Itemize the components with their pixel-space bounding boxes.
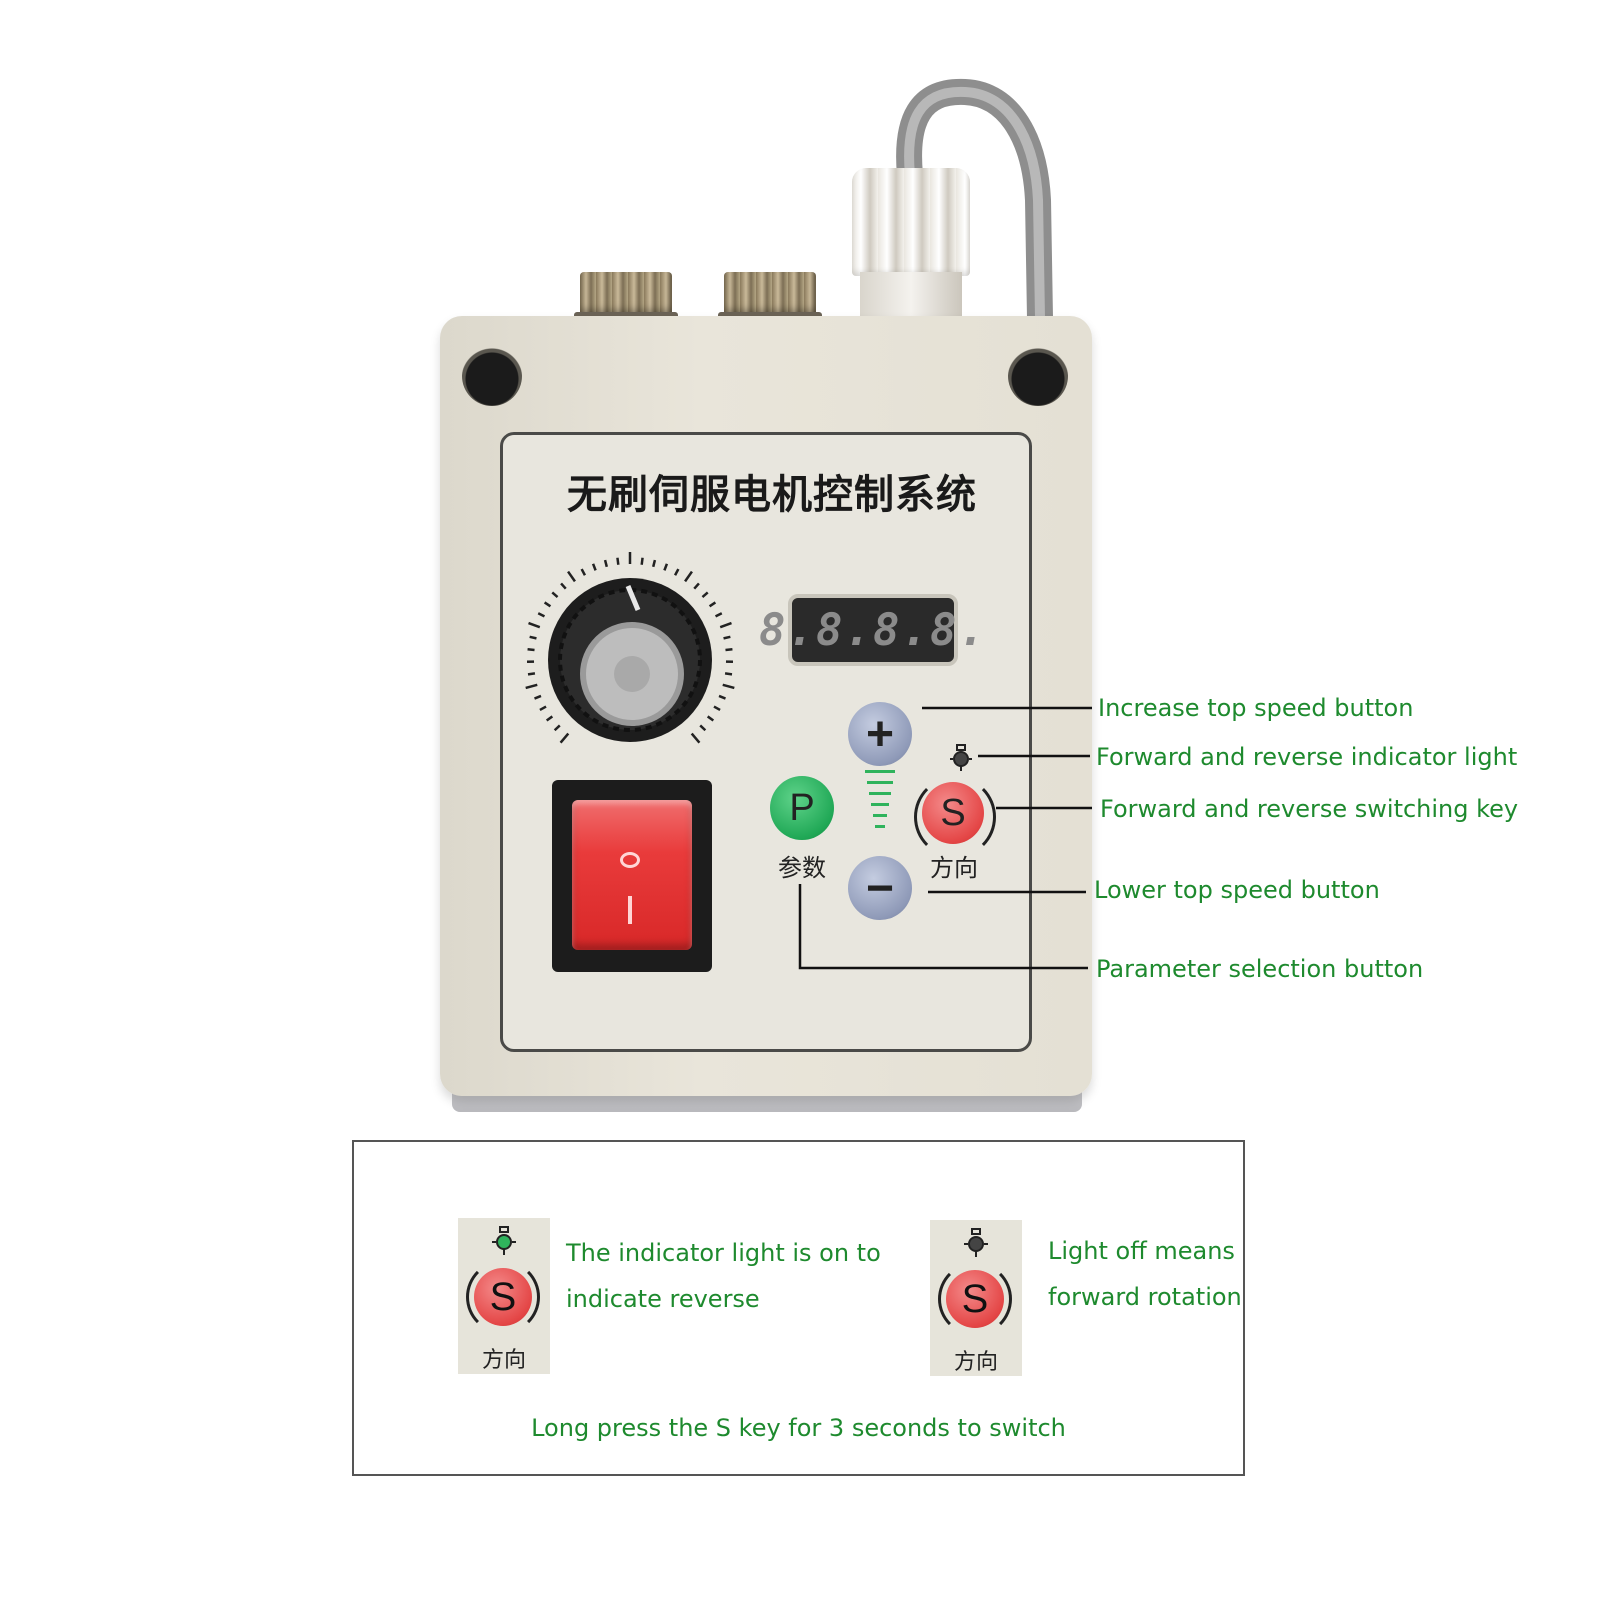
knob-scale-tick bbox=[543, 601, 552, 608]
decrease-speed-button[interactable]: − bbox=[848, 856, 912, 920]
increase-speed-button[interactable]: + bbox=[848, 702, 912, 766]
parameter-button[interactable]: P bbox=[770, 776, 834, 840]
knob-scale-tick bbox=[699, 724, 707, 732]
panel-title: 无刷伺服电机控制系统 bbox=[567, 472, 977, 518]
callout-indicator: Forward and reverse indicator light bbox=[1096, 743, 1518, 771]
knob-scale-tick bbox=[663, 563, 669, 571]
knob-scale-tick bbox=[693, 582, 700, 590]
forward-text-line1: Light off means bbox=[1048, 1237, 1235, 1265]
knob-scale-tick bbox=[529, 635, 537, 640]
on-symbol bbox=[628, 896, 632, 924]
connector-left bbox=[574, 272, 678, 324]
knob-scale-tick bbox=[690, 732, 701, 744]
mini-direction-caption: 方向 bbox=[481, 1348, 526, 1373]
connector-right bbox=[718, 272, 822, 324]
mini-direction-arc bbox=[938, 1262, 1012, 1336]
direction-switch-button[interactable]: S bbox=[922, 782, 984, 844]
speed-level-bar bbox=[873, 814, 887, 817]
knob-scale-tick bbox=[725, 647, 733, 652]
power-rocker-switch[interactable] bbox=[572, 800, 692, 950]
parameter-button-label: P bbox=[789, 786, 815, 829]
knob-scale-tick bbox=[591, 563, 597, 571]
knob-scale-tick bbox=[559, 732, 570, 744]
speed-level-bar bbox=[871, 803, 889, 806]
knob-scale-tick bbox=[553, 724, 561, 732]
off-symbol bbox=[620, 852, 640, 868]
led-display: 8.8.8.8. bbox=[759, 594, 985, 666]
display-reading: 8.8.8.8. bbox=[759, 604, 987, 656]
speed-level-bar bbox=[865, 770, 895, 773]
forward-description: Light off means forward rotation bbox=[1048, 1228, 1242, 1320]
knob-scale-tick bbox=[708, 601, 717, 608]
direction-info-box: S 方向 The indicator light is on to indica… bbox=[352, 1140, 1245, 1476]
forward-example: S 方向 bbox=[930, 1220, 1022, 1376]
knob-scale-tick bbox=[713, 705, 721, 712]
knob-scale-tick bbox=[539, 705, 547, 712]
direction-caption: 方向 bbox=[930, 854, 978, 882]
long-press-instruction: Long press the S key for 3 seconds to sw… bbox=[531, 1414, 1066, 1442]
speed-level-bar bbox=[875, 825, 885, 828]
knob-scale-tick bbox=[640, 557, 644, 565]
knob-scale-tick bbox=[652, 559, 657, 568]
knob-pointer bbox=[625, 585, 641, 611]
knob-scale-tick bbox=[701, 591, 709, 598]
knob-scale-tick bbox=[722, 683, 735, 690]
minus-icon: − bbox=[865, 861, 895, 915]
forward-text-line2: forward rotation bbox=[1048, 1283, 1242, 1311]
direction-arc-right bbox=[914, 776, 996, 858]
knob-scale-tick bbox=[525, 683, 538, 690]
speed-level-bars bbox=[864, 770, 896, 836]
reverse-description: The indicator light is on to indicate re… bbox=[566, 1230, 881, 1322]
callout-parameter: Parameter selection button bbox=[1096, 955, 1424, 983]
knob-scale-tick bbox=[567, 570, 576, 583]
direction-button-label: S bbox=[940, 791, 966, 834]
knob-scale-tick bbox=[560, 582, 567, 590]
reverse-text-line1: The indicator light is on to bbox=[566, 1239, 881, 1267]
knob-scale-tick bbox=[719, 621, 732, 629]
mount-hole-left bbox=[462, 346, 522, 406]
mini-s-key: S bbox=[946, 1270, 1004, 1328]
knob-scale-tick bbox=[723, 635, 731, 640]
knob-scale-tick bbox=[684, 570, 693, 583]
knob-scale-tick bbox=[724, 672, 733, 676]
knob-scale-tick bbox=[718, 694, 726, 700]
knob-scale-tick bbox=[580, 568, 587, 576]
knob-scale-tick bbox=[551, 591, 559, 598]
mini-direction-arc bbox=[466, 1260, 540, 1334]
knob-scale-tick bbox=[527, 647, 535, 652]
cable-gland bbox=[852, 168, 970, 316]
speed-level-bar bbox=[867, 781, 893, 784]
speed-level-bar bbox=[869, 792, 891, 795]
knob-scale-tick bbox=[537, 612, 546, 618]
knob-scale-tick bbox=[528, 621, 541, 629]
reverse-example: S 方向 bbox=[458, 1218, 550, 1374]
knob-scale-tick bbox=[534, 694, 542, 700]
indicator-lamp-off-icon bbox=[964, 1228, 988, 1257]
callout-increase: Increase top speed button bbox=[1098, 694, 1414, 722]
knob-scale-tick bbox=[706, 715, 715, 722]
knob-scale-tick bbox=[545, 715, 554, 722]
mini-s-key: S bbox=[474, 1268, 532, 1326]
mini-direction-caption: 方向 bbox=[953, 1350, 998, 1375]
speed-knob[interactable] bbox=[520, 548, 740, 768]
knob-scale-tick bbox=[673, 568, 680, 576]
knob-scale-tick bbox=[527, 672, 536, 676]
parameter-caption: 参数 bbox=[778, 854, 826, 882]
indicator-lamp-on-icon bbox=[492, 1226, 516, 1255]
callout-lower: Lower top speed button bbox=[1094, 876, 1380, 904]
reverse-text-line2: indicate reverse bbox=[566, 1285, 760, 1313]
callout-switching: Forward and reverse switching key bbox=[1100, 795, 1519, 823]
plus-icon: + bbox=[865, 707, 895, 761]
knob-scale-tick bbox=[603, 559, 608, 568]
knob-scale-tick bbox=[714, 612, 723, 618]
mount-hole-right bbox=[1008, 346, 1068, 406]
knob-scale-tick bbox=[616, 557, 620, 565]
direction-indicator-lamp-icon bbox=[950, 744, 972, 771]
